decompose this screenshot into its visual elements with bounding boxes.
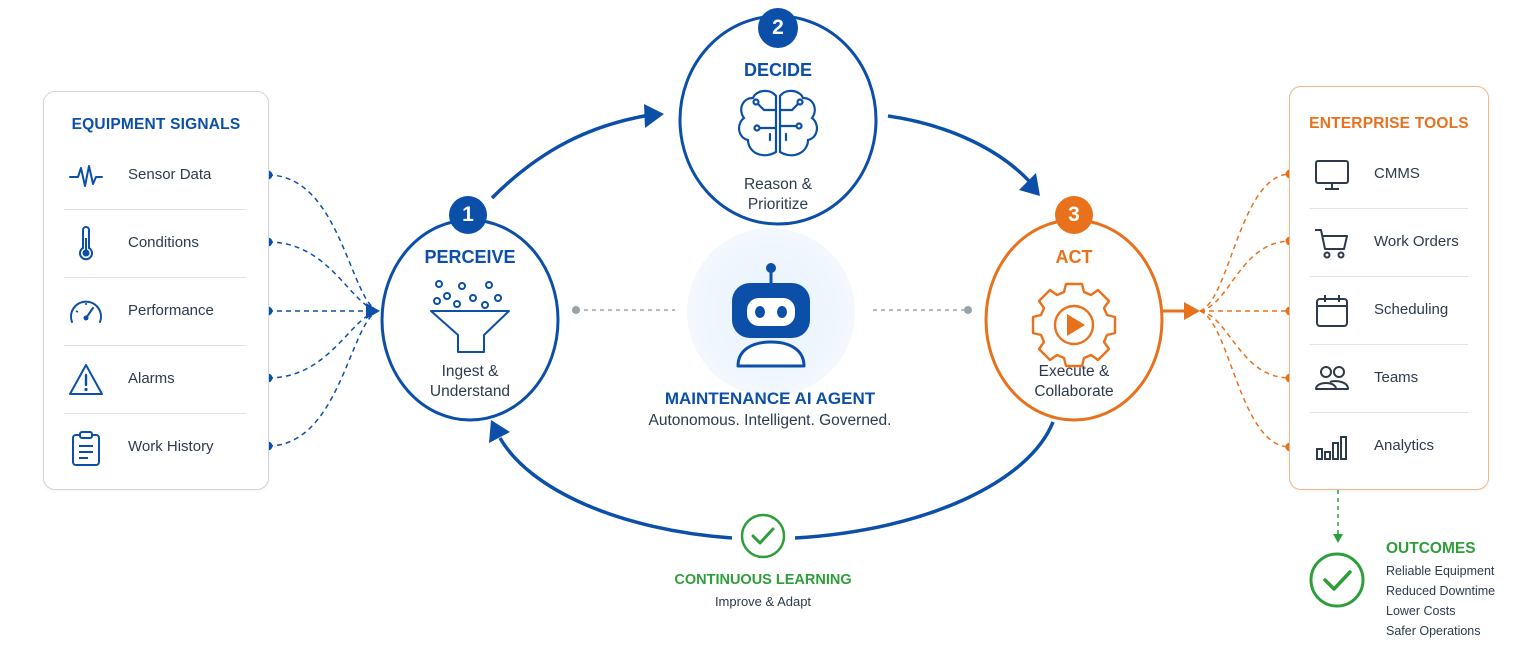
outcome-item: Lower Costs (1386, 604, 1456, 618)
divider (1310, 412, 1468, 413)
signal-label: Sensor Data (128, 166, 212, 183)
people-icon (1315, 366, 1349, 390)
divider (1310, 208, 1468, 209)
enterprise-tools-title: ENTERPRISE TOOLS (1309, 115, 1469, 132)
perceive-title: PERCEIVE (424, 247, 516, 267)
act-number: 3 (1068, 203, 1080, 226)
bar-chart-icon (1316, 436, 1347, 460)
warning-icon (69, 364, 103, 395)
clipboard-icon (72, 431, 100, 466)
decide-title: DECIDE (743, 60, 812, 80)
equipment-signals-title: EQUIPMENT SIGNALS (71, 116, 241, 133)
signal-row-conditions: Conditions (64, 210, 246, 278)
tool-row-cmms: CMMS (1310, 141, 1468, 209)
decide-number: 2 (772, 16, 784, 39)
badge-2 (758, 8, 798, 48)
tool-label: Scheduling (1374, 301, 1449, 318)
signal-row-work-history: Work History (64, 414, 246, 482)
enterprise-tools-panel: ENTERPRISE TOOLS CMMS Work Orders Schedu… (1289, 86, 1489, 490)
learning-title: CONTINUOUS LEARNING (674, 572, 852, 588)
tool-label: Work Orders (1374, 233, 1459, 250)
arrowhead-to-perceive (489, 420, 510, 443)
outcomes-check-icon (1309, 552, 1365, 608)
tool-row-analytics: Analytics (1310, 413, 1468, 481)
divider (64, 413, 246, 414)
gauge-icon (70, 300, 102, 323)
arc-act-to-learning (794, 421, 1055, 540)
perceive-number: 1 (462, 203, 474, 226)
robot-icon (732, 263, 810, 368)
decide-subtitle: Reason & Prioritize (743, 176, 813, 213)
signal-row-performance: Performance (64, 278, 246, 346)
signal-label: Performance (128, 302, 214, 319)
learning-check-icon (740, 513, 786, 559)
tool-connectors (1199, 173, 1291, 448)
tool-row-work-orders: Work Orders (1310, 209, 1468, 277)
signal-connectors (267, 174, 379, 447)
learning-subtitle: Improve & Adapt (714, 594, 812, 609)
agent-title: MAINTENANCE AI AGENT (664, 389, 876, 408)
arc-learning-to-perceive (498, 437, 733, 540)
thermometer-icon (79, 226, 93, 261)
perceive-subtitle: Ingest & Understand (429, 363, 511, 400)
outcome-item: Reduced Downtime (1386, 584, 1496, 598)
act-title: ACT (1055, 247, 1093, 267)
signal-row-alarms: Alarms (64, 346, 246, 414)
act-subtitle: Execute & Collaborate (1034, 363, 1114, 400)
arrowhead-to-decide (644, 104, 664, 128)
arrowhead-to-act (1019, 173, 1040, 196)
agent-tagline: Autonomous. Intelligent. Governed. (648, 412, 892, 429)
brain-icon (738, 89, 818, 157)
divider (64, 277, 246, 278)
divider (64, 345, 246, 346)
tool-label: Analytics (1374, 437, 1435, 454)
tool-label: Teams (1374, 369, 1419, 386)
calendar-icon (1316, 295, 1348, 327)
waveform-icon (69, 165, 103, 187)
signal-label: Work History (128, 438, 214, 455)
cart-icon (1315, 229, 1348, 259)
arrowhead-tools (1184, 302, 1200, 320)
arc-perceive-to-decide (490, 113, 651, 200)
divider (1310, 276, 1468, 277)
divider (1310, 344, 1468, 345)
divider (64, 209, 246, 210)
outcome-item: Safer Operations (1386, 624, 1481, 638)
arc-decide-to-act (887, 114, 1032, 184)
signal-label: Alarms (128, 370, 175, 387)
signal-row-sensor-data: Sensor Data (64, 142, 246, 210)
gear-play-icon (1031, 282, 1117, 368)
tool-row-scheduling: Scheduling (1310, 277, 1468, 345)
signal-label: Conditions (128, 234, 199, 251)
funnel-icon (430, 280, 510, 353)
equipment-signals-panel: EQUIPMENT SIGNALS Sensor Data Conditions… (43, 91, 269, 490)
outcomes-title: OUTCOMES (1386, 540, 1476, 557)
badge-3 (1055, 196, 1093, 234)
tool-label: CMMS (1374, 165, 1420, 182)
badge-1 (449, 196, 487, 234)
tool-row-teams: Teams (1310, 345, 1468, 413)
outcome-item: Reliable Equipment (1386, 564, 1495, 578)
monitor-icon (1315, 160, 1349, 190)
arrowhead-signals (366, 303, 380, 319)
